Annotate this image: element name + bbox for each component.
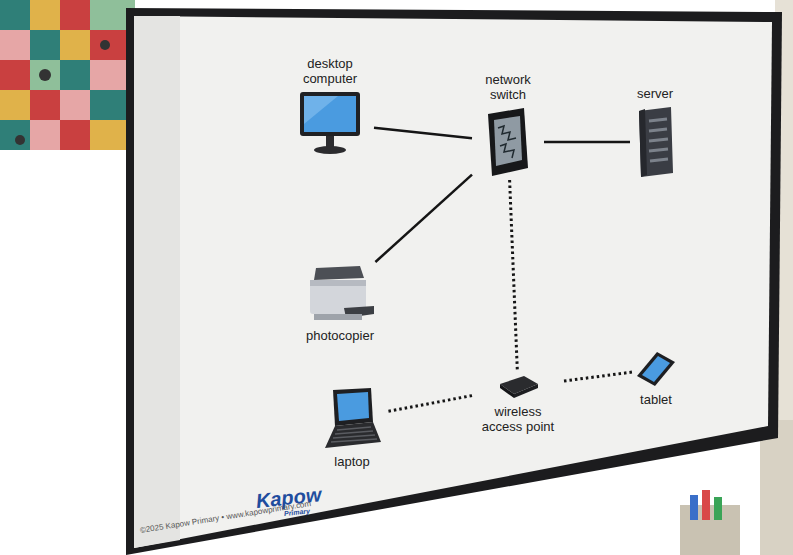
switch-icon	[484, 106, 532, 178]
access-point-icon	[494, 374, 542, 400]
connector-line	[564, 372, 632, 381]
device-icon	[635, 350, 677, 388]
device-node: server	[630, 84, 680, 181]
cable-link	[374, 128, 472, 139]
photocopier-icon	[304, 264, 376, 324]
device-label: desktop computer	[289, 56, 371, 86]
device-icon	[321, 386, 383, 450]
wireless-link	[386, 396, 472, 412]
device-label: server	[637, 86, 673, 101]
device-icon	[484, 106, 532, 178]
wireless-link	[510, 180, 518, 372]
rug	[0, 0, 135, 150]
server-icon	[633, 105, 677, 179]
connector-line	[374, 128, 472, 139]
device-label: photocopier	[306, 328, 374, 343]
connector-line	[386, 396, 472, 412]
device-node: photocopier	[301, 262, 379, 345]
desktop-icon	[298, 90, 362, 156]
cable-link	[375, 175, 472, 262]
wireless-link	[564, 372, 632, 381]
device-node: network switch	[472, 70, 544, 180]
device-label: network switch	[475, 72, 541, 102]
connector-line	[544, 141, 630, 144]
device-label: laptop	[334, 454, 369, 469]
device-icon	[633, 105, 677, 179]
device-node: laptop	[318, 384, 386, 471]
device-label: wireless access point	[475, 404, 561, 434]
connector-line	[510, 180, 518, 372]
device-label: tablet	[640, 392, 672, 407]
device-node: desktop computer	[286, 54, 374, 158]
laptop-icon	[321, 386, 383, 450]
cable-link	[544, 142, 630, 143]
tablet-icon	[635, 350, 677, 388]
device-icon	[298, 90, 362, 156]
device-node: wireless access point	[472, 372, 564, 436]
screen-bezel	[126, 8, 782, 555]
device-icon	[304, 264, 376, 324]
device-node: tablet	[632, 348, 680, 409]
device-icon	[494, 374, 542, 400]
connector-line	[375, 175, 472, 262]
